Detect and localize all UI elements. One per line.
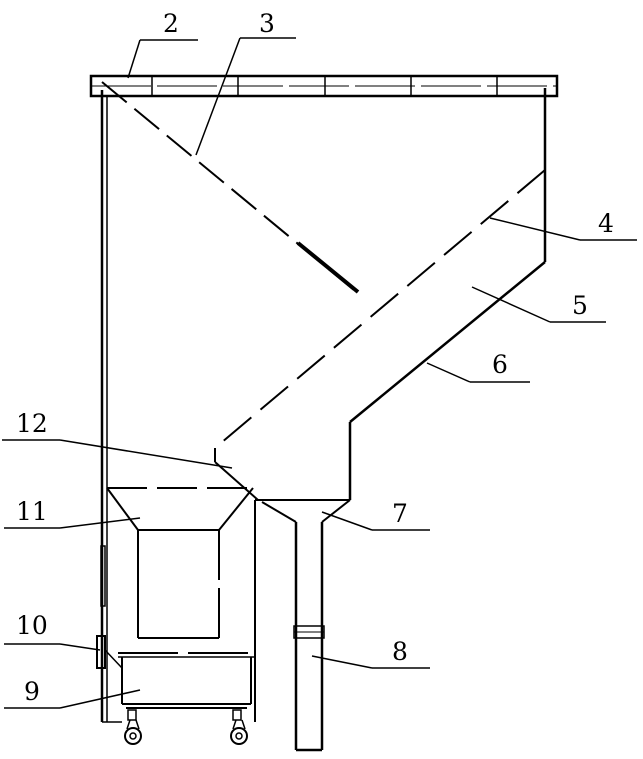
part-labels: 2 3 4 5 6 7 8 9 10 11 12 — [16, 9, 614, 706]
discharge-pipe — [293, 522, 325, 752]
label-4: 4 — [598, 209, 614, 238]
inclined-chute — [214, 169, 546, 501]
label-12: 12 — [16, 409, 48, 438]
label-8: 8 — [392, 637, 408, 666]
label-10: 10 — [16, 611, 48, 640]
label-11: 11 — [16, 497, 48, 526]
label-3: 3 — [259, 9, 275, 38]
left-wall — [100, 90, 122, 723]
cart-wheels — [124, 709, 248, 745]
label-2: 2 — [163, 9, 179, 38]
discharge-funnel — [254, 422, 352, 722]
label-5: 5 — [572, 291, 588, 320]
label-6: 6 — [492, 350, 508, 379]
top-flange — [89, 74, 559, 98]
inclined-screen-plate — [101, 81, 361, 296]
collection-cart — [118, 652, 255, 709]
label-9: 9 — [24, 677, 40, 706]
leader-lines — [2, 37, 637, 709]
wall-latch — [96, 545, 123, 669]
label-7: 7 — [392, 499, 408, 528]
lower-hopper — [106, 487, 254, 639]
